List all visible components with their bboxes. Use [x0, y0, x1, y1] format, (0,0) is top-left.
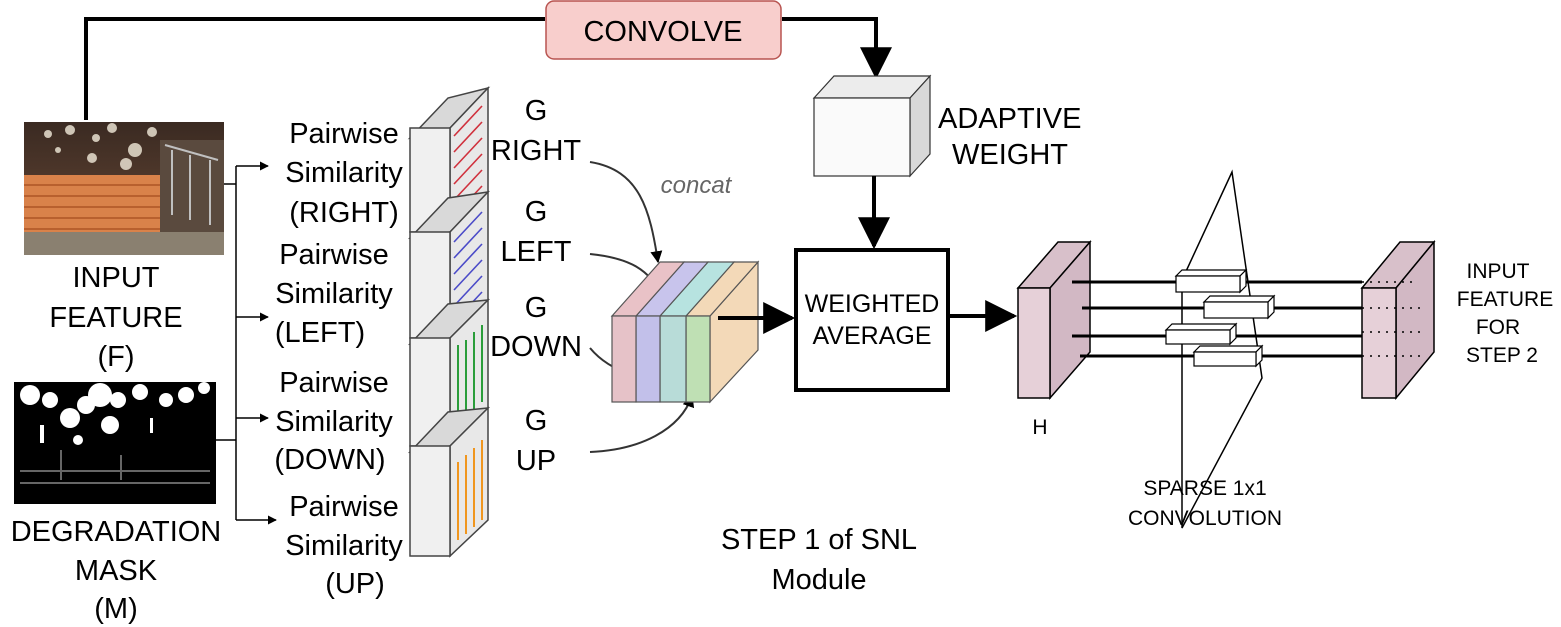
- svg-text:(F): (F): [97, 341, 134, 373]
- similarity-tensor-up: [407, 406, 491, 558]
- svg-text:STEP 1 of SNL: STEP 1 of SNL: [721, 524, 917, 556]
- adaptive-weight-label: ADAPTIVE WEIGHT: [938, 103, 1081, 171]
- svg-text:MASK: MASK: [75, 555, 158, 587]
- svg-text:ADAPTIVE: ADAPTIVE: [938, 103, 1081, 135]
- input-feature-label: INPUT FEATURE (F): [49, 262, 182, 373]
- sparse-connections: [1072, 280, 1362, 358]
- svg-text:G: G: [525, 196, 548, 228]
- guidance-label-up: G UP: [516, 405, 556, 477]
- svg-text:Pairwise: Pairwise: [289, 491, 399, 523]
- svg-text:(LEFT): (LEFT): [275, 317, 365, 349]
- svg-text:Pairwise: Pairwise: [279, 239, 389, 271]
- guidance-label-left: G LEFT: [501, 196, 572, 268]
- output-feature-label: INPUT FEATURE FOR STEP 2: [1457, 260, 1553, 367]
- svg-text:AVERAGE: AVERAGE: [812, 322, 931, 350]
- degradation-mask-label: DEGRADATION MASK (M): [11, 516, 222, 625]
- convolve-box: CONVOLVE: [545, 0, 782, 60]
- svg-text:WEIGHT: WEIGHT: [952, 139, 1068, 171]
- svg-text:Similarity: Similarity: [285, 530, 403, 562]
- svg-text:G: G: [525, 292, 548, 324]
- svg-text:(RIGHT): (RIGHT): [289, 197, 399, 229]
- svg-text:DEGRADATION: DEGRADATION: [11, 516, 222, 548]
- svg-text:Similarity: Similarity: [275, 278, 393, 310]
- svg-text:UP: UP: [516, 445, 556, 477]
- svg-text:G: G: [525, 95, 548, 127]
- h-block: [1016, 239, 1092, 401]
- svg-text:G: G: [525, 405, 548, 437]
- output-feature-block: [1360, 239, 1436, 401]
- convolve-label: CONVOLVE: [583, 16, 742, 48]
- weighted-average-box: WEIGHTED AVERAGE: [794, 248, 950, 392]
- adaptive-weight-cube: [812, 74, 932, 178]
- svg-text:Module: Module: [771, 564, 866, 596]
- degradation-mask-image: [14, 382, 216, 504]
- similarity-tensor-left: [407, 190, 491, 340]
- svg-text:Similarity: Similarity: [285, 157, 403, 189]
- svg-text:FEATURE: FEATURE: [1457, 288, 1553, 311]
- svg-text:Pairwise: Pairwise: [289, 118, 399, 150]
- svg-text:RIGHT: RIGHT: [491, 135, 582, 167]
- svg-text:WEIGHTED: WEIGHTED: [805, 290, 940, 318]
- sparse-conv-plane: [1181, 169, 1263, 529]
- h-label: H: [1032, 416, 1047, 439]
- svg-text:FOR: FOR: [1476, 316, 1520, 339]
- svg-text:(M): (M): [94, 593, 137, 625]
- svg-text:FEATURE: FEATURE: [49, 302, 182, 334]
- pairwise-label-right: Pairwise Similarity (RIGHT): [285, 118, 403, 229]
- pairwise-label-up: Pairwise Similarity (UP): [285, 491, 403, 600]
- svg-text:CONVOLUTION: CONVOLUTION: [1128, 507, 1282, 530]
- input-bracket: [216, 161, 277, 525]
- svg-text:Pairwise: Pairwise: [279, 367, 389, 399]
- step-caption: STEP 1 of SNL Module: [721, 524, 917, 596]
- input-feature-image: [24, 122, 224, 255]
- convolve-connector: [84, 17, 892, 120]
- svg-text:STEP 2: STEP 2: [1466, 344, 1538, 367]
- concat-label: concat: [661, 172, 733, 199]
- svg-text:DOWN: DOWN: [490, 331, 582, 363]
- guidance-label-right: G RIGHT: [491, 95, 582, 167]
- concat-tensor: [610, 260, 760, 404]
- pairwise-label-down: Pairwise Similarity (DOWN): [274, 367, 393, 476]
- sparse-weight-boxes: [1164, 268, 1276, 368]
- svg-text:(DOWN): (DOWN): [274, 444, 385, 476]
- sparse-conv-label: SPARSE 1x1 CONVOLUTION: [1128, 477, 1282, 530]
- pairwise-label-left: Pairwise Similarity (LEFT): [275, 239, 393, 349]
- svg-text:Similarity: Similarity: [275, 406, 393, 438]
- svg-text:LEFT: LEFT: [501, 236, 572, 268]
- svg-text:SPARSE 1x1: SPARSE 1x1: [1143, 477, 1266, 500]
- svg-text:(UP): (UP): [325, 568, 385, 600]
- guidance-label-down: G DOWN: [490, 292, 582, 363]
- svg-text:INPUT: INPUT: [73, 262, 160, 294]
- svg-text:INPUT: INPUT: [1467, 260, 1530, 283]
